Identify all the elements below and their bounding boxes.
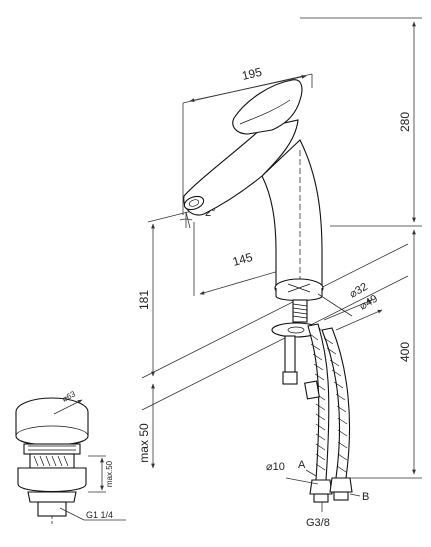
dimension-label-181: 181 (137, 290, 151, 310)
mounting-surface-lines (141, 243, 409, 411)
dimension-outlet-height: 181 (137, 209, 197, 377)
dimension-label-400: 400 (398, 342, 412, 362)
lever-handle (232, 79, 303, 135)
dimension-label-280: 280 (398, 112, 412, 132)
waste-label-max50: max.50 (105, 460, 114, 487)
dimension-label-195: 195 (241, 65, 264, 83)
dimension-label-angle: 2° (205, 207, 216, 219)
hose-annotations: ⌀10 A B G3/8 (266, 459, 369, 529)
label-connector-thread: G3/8 (306, 517, 330, 529)
label-point-b: B (362, 491, 369, 503)
dimension-label-d10: ⌀10 (266, 461, 285, 473)
dimension-spout-reach: 195 (182, 65, 313, 215)
dimension-label-145: 145 (231, 250, 254, 269)
dimension-angle: 2° (179, 207, 216, 229)
popup-waste-detail: ⌀63 max.50 G1 1/4 (15, 389, 126, 524)
faucet-body (183, 79, 324, 302)
flexible-hoses (304, 323, 353, 503)
dimension-hose-length: 400 (342, 229, 422, 479)
dimension-body-height: 280 (300, 17, 422, 227)
aerator-outlet (183, 195, 205, 211)
dimension-deck-thickness: max 50 (137, 383, 155, 469)
waste-label-thread: G1 1/4 (86, 510, 113, 520)
label-point-a: A (298, 459, 306, 471)
dimension-label-max50: max 50 (137, 423, 151, 463)
